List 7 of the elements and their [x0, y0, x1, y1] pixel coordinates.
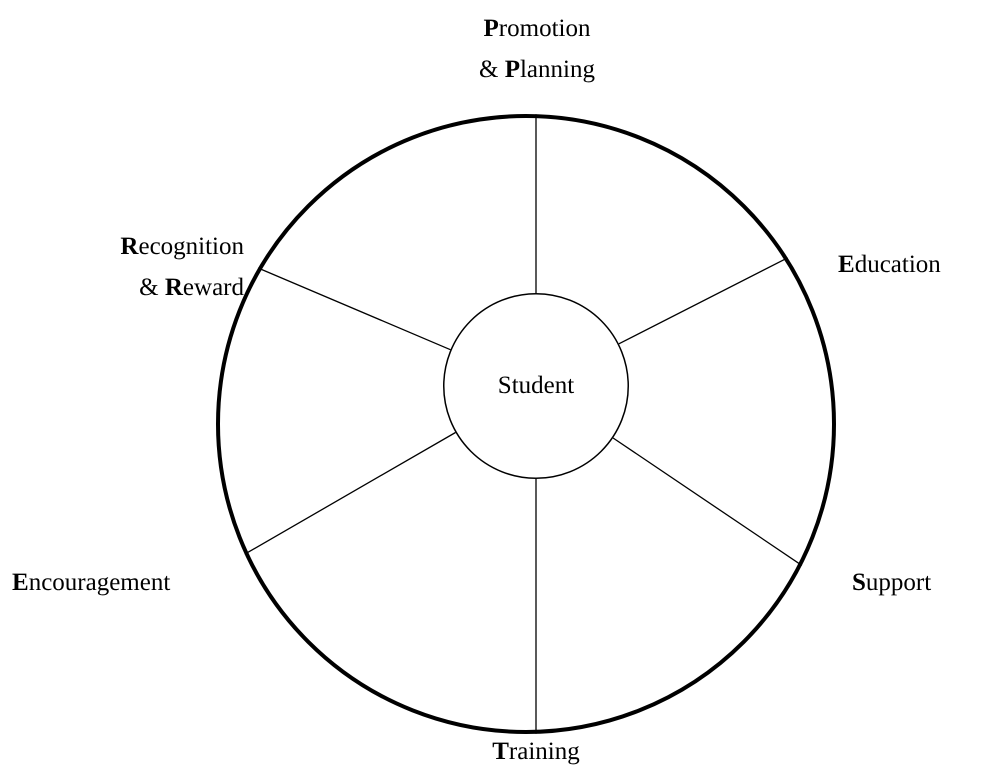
spoke-label: Promotion & Planning: [478, 14, 596, 86]
spoke-label: Support: [852, 568, 932, 598]
node-label: Student: [496, 372, 576, 400]
spoke-label: Encouragement: [12, 568, 172, 598]
spoke-label: Education: [838, 250, 942, 280]
spoke-label: Recognition & Reward: [119, 232, 244, 304]
spoke-label: Training: [491, 738, 581, 766]
